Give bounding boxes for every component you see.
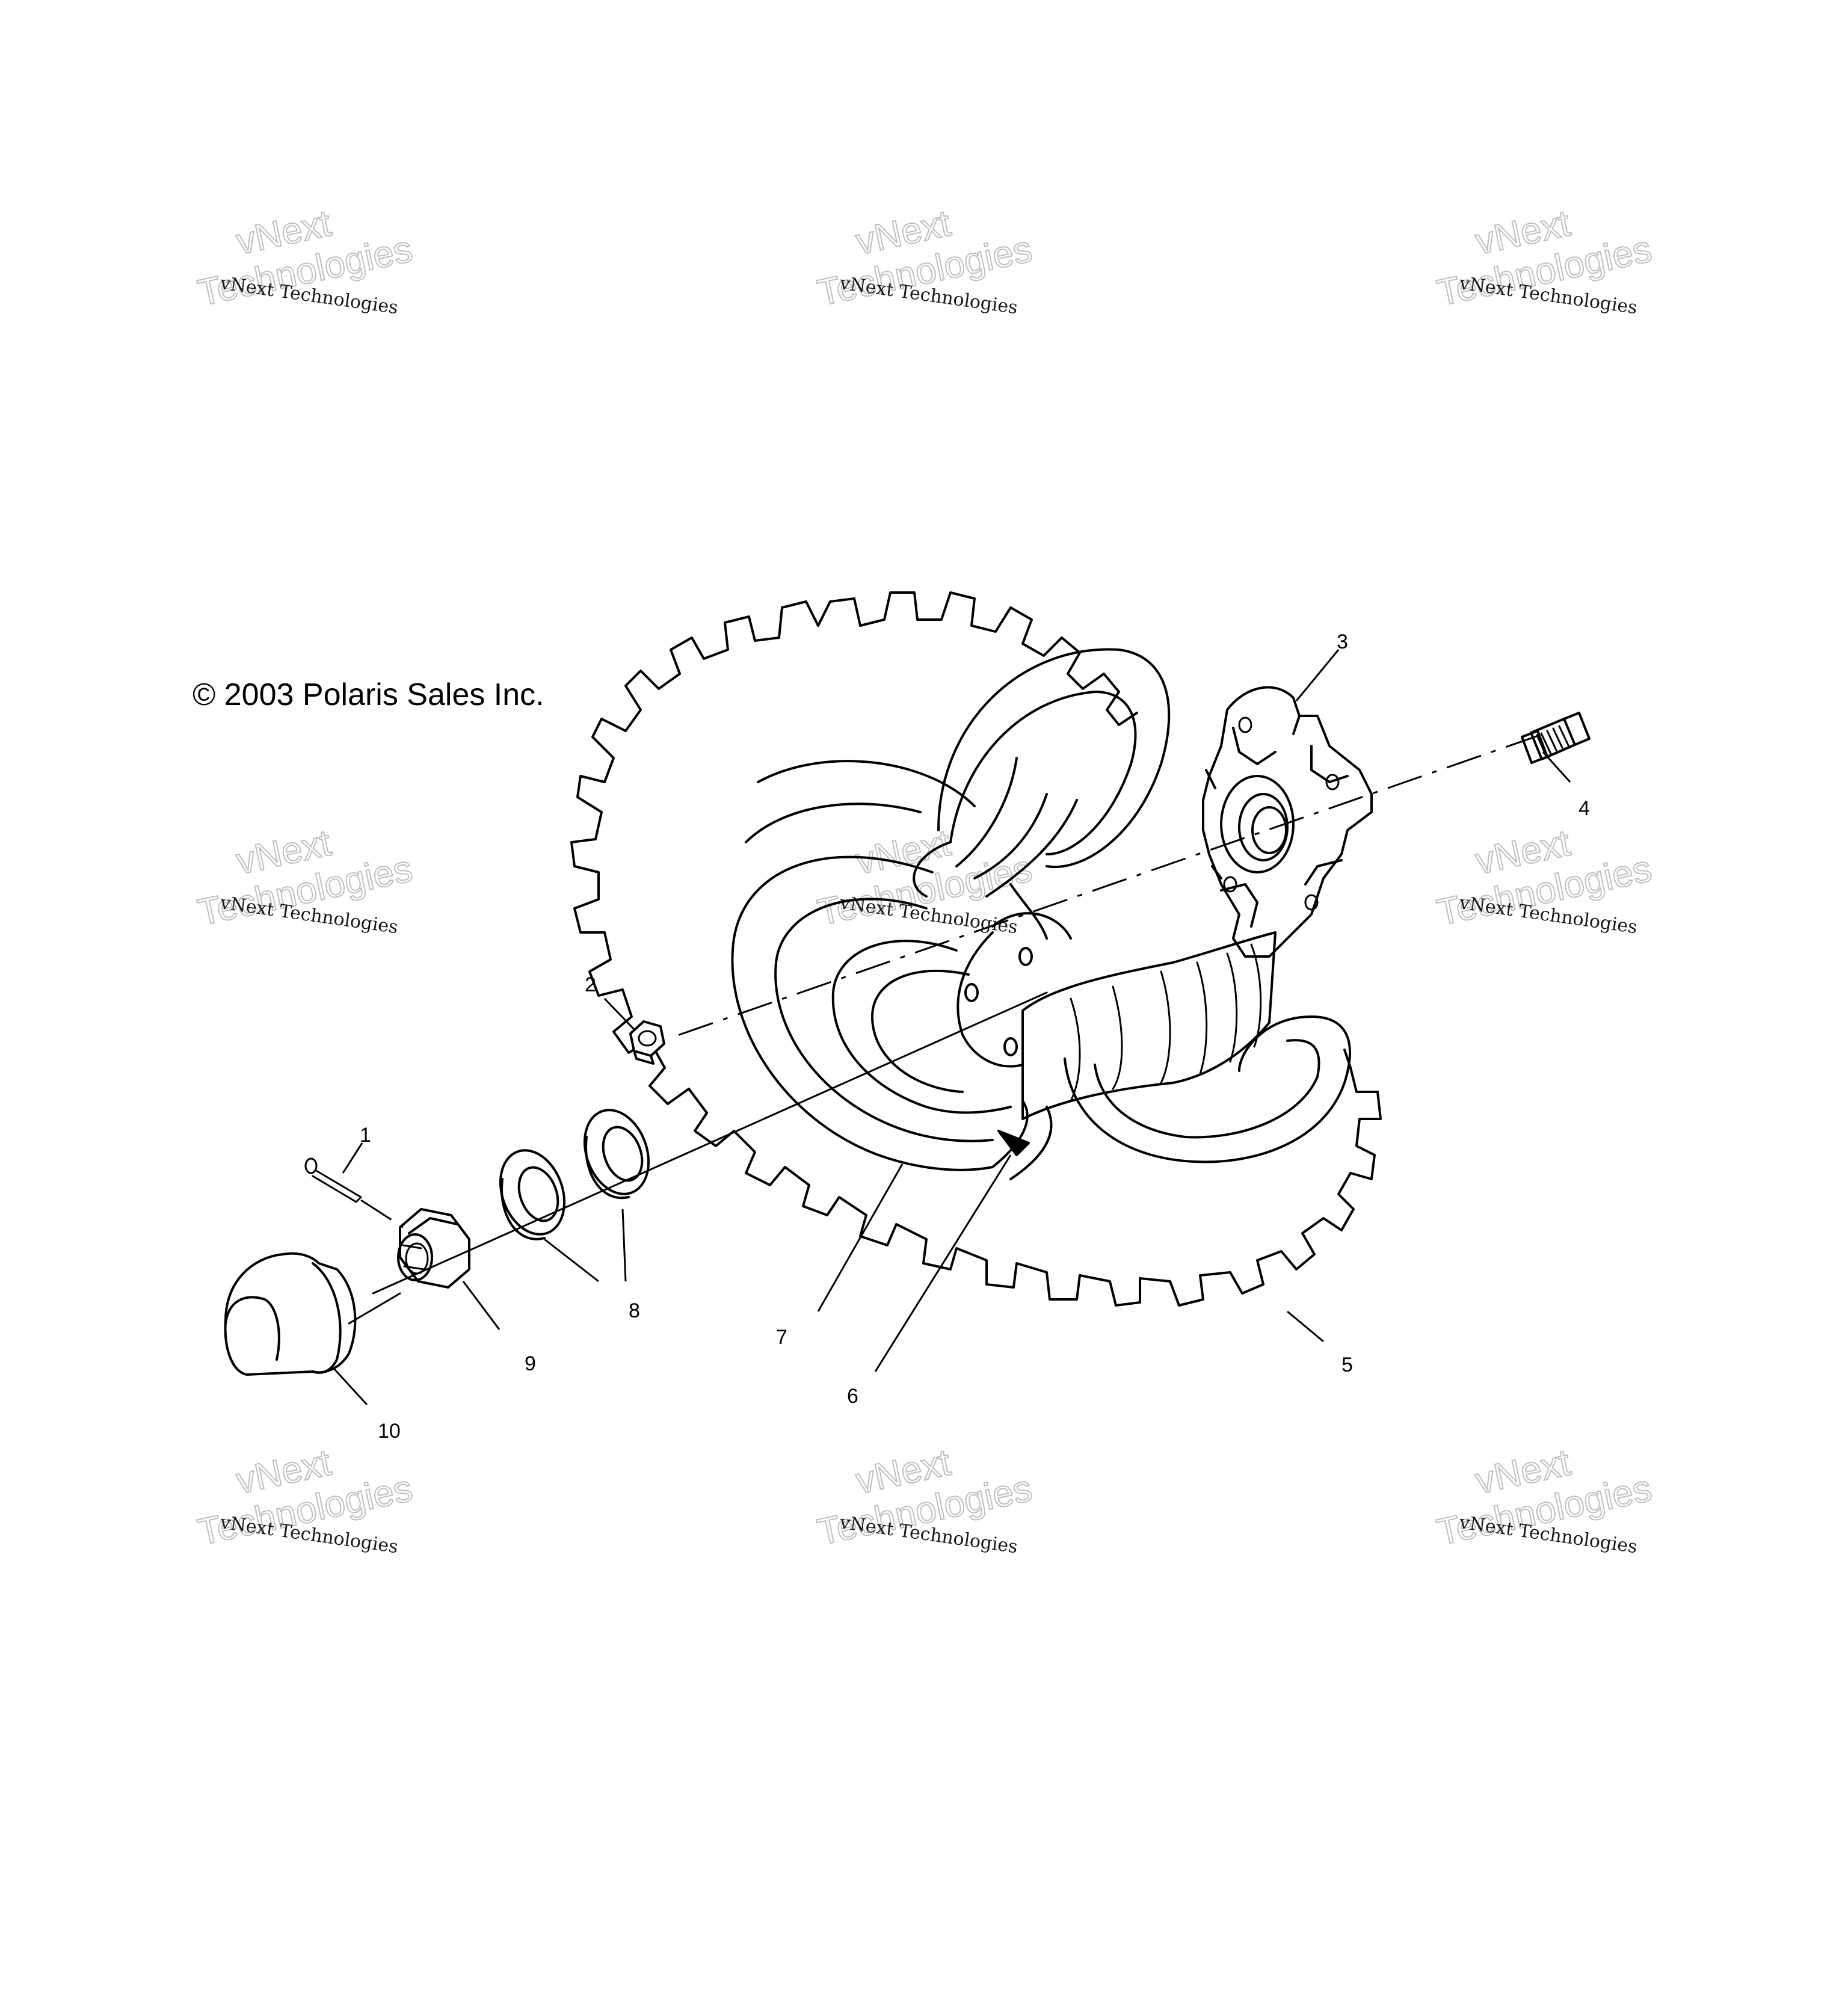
- leader-6: [874, 1154, 1012, 1372]
- leader-8b: [621, 1209, 627, 1282]
- washers: [499, 1109, 650, 1240]
- hub-bolt: [1521, 712, 1591, 764]
- leader-9: [462, 1281, 500, 1330]
- bolt-axis-line: [670, 734, 1541, 1039]
- leader-7: [817, 1163, 904, 1312]
- lug-hole: [1003, 1037, 1018, 1056]
- callout-6: 6: [847, 1385, 858, 1408]
- lug-hole: [1018, 947, 1033, 966]
- wheel-hub: [1202, 686, 1373, 958]
- lug-hole: [964, 983, 979, 1002]
- tire: [570, 591, 1382, 1307]
- callout-1: 1: [360, 1124, 371, 1147]
- callout-8: 8: [629, 1299, 640, 1322]
- callout-3: 3: [1337, 630, 1348, 653]
- castle-nut: [397, 1208, 470, 1289]
- lock-nut: [629, 1020, 665, 1065]
- callout-5: 5: [1341, 1354, 1353, 1376]
- valve-stem: [997, 1130, 1030, 1156]
- leader-5: [1287, 1310, 1324, 1343]
- callout-10: 10: [378, 1420, 401, 1443]
- leader-10: [333, 1367, 368, 1406]
- hub-cap: [224, 1252, 401, 1376]
- callout-4: 4: [1578, 797, 1590, 820]
- leader-8a: [544, 1238, 599, 1283]
- wheel-rim: [731, 648, 1351, 1180]
- callout-2: 2: [585, 973, 596, 996]
- callout-7: 7: [776, 1326, 787, 1349]
- cotter-pin: [304, 1157, 404, 1228]
- callout-9: 9: [525, 1352, 536, 1375]
- leader-3: [1295, 649, 1340, 701]
- leader-lines: [333, 649, 1571, 1406]
- leader-1: [342, 1142, 363, 1174]
- copyright-notice: © 2003 Polaris Sales Inc.: [192, 677, 544, 712]
- leader-4: [1542, 751, 1571, 783]
- leader-2: [603, 997, 636, 1031]
- tire-sidewall-inner: [745, 802, 922, 843]
